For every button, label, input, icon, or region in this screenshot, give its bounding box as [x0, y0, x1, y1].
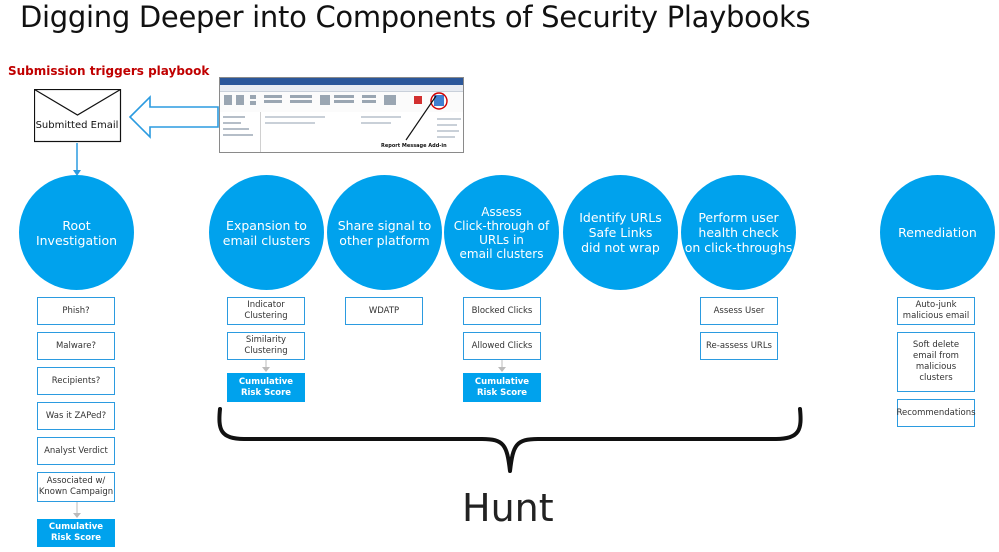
health-box-reassess-urls: Re-assess URLs — [700, 332, 778, 360]
pointer-arrow-icon — [405, 95, 437, 141]
left-arrow-icon — [128, 95, 219, 139]
health-box-assess-user: Assess User — [700, 297, 778, 325]
root-box-zaped: Was it ZAPed? — [37, 402, 115, 430]
expansion-box-similarity: Similarity Clustering — [227, 332, 305, 360]
assess-score-arrow-icon — [498, 360, 506, 372]
assess-box-blocked-clicks: Blocked Clicks — [463, 297, 541, 325]
circle-assess-click-through: Assess Click-through of URLs in email cl… — [444, 175, 559, 290]
circle-share-signal: Share signal to other platform — [327, 175, 442, 290]
root-box-recipients: Recipients? — [37, 367, 115, 395]
root-score-arrow-icon — [73, 502, 81, 518]
expansion-cumulative-risk-score: Cumulative Risk Score — [227, 373, 305, 402]
root-box-known-campaign: Associated w/ Known Campaign — [37, 472, 115, 502]
assess-cumulative-risk-score: Cumulative Risk Score — [463, 373, 541, 402]
expansion-box-indicator: Indicator Clustering — [227, 297, 305, 325]
addin-label: Report Message Add-in — [381, 143, 447, 149]
remediation-box-recommendations: Recommendations — [896, 399, 976, 427]
root-box-malware: Malware? — [37, 332, 115, 360]
hunt-brace-icon — [217, 407, 803, 473]
circle-identify-urls: Identify URLs Safe Links did not wrap — [563, 175, 678, 290]
circle-remediation: Remediation — [880, 175, 995, 290]
root-cumulative-risk-score: Cumulative Risk Score — [37, 519, 115, 547]
down-arrow-icon — [73, 143, 81, 176]
share-box-wdatp: WDATP — [345, 297, 423, 325]
remediation-box-auto-junk: Auto-junk malicious email — [897, 297, 975, 325]
circle-user-health-check: Perform user health check on click-throu… — [681, 175, 796, 290]
outlook-screenshot — [219, 77, 464, 153]
page-title: Digging Deeper into Components of Securi… — [20, 0, 811, 34]
hunt-label: Hunt — [462, 486, 554, 530]
submitted-email-label: Submitted Email — [35, 120, 119, 131]
root-box-phish: Phish? — [37, 297, 115, 325]
expansion-score-arrow-icon — [262, 360, 270, 372]
trigger-label: Submission triggers playbook — [8, 64, 210, 78]
envelope-icon — [34, 89, 122, 143]
circle-expansion: Expansion to email clusters — [209, 175, 324, 290]
remediation-box-soft-delete: Soft delete email from malicious cluster… — [897, 332, 975, 392]
root-box-analyst-verdict: Analyst Verdict — [37, 437, 115, 465]
assess-box-allowed-clicks: Allowed Clicks — [463, 332, 541, 360]
circle-root-investigation: Root Investigation — [19, 175, 134, 290]
